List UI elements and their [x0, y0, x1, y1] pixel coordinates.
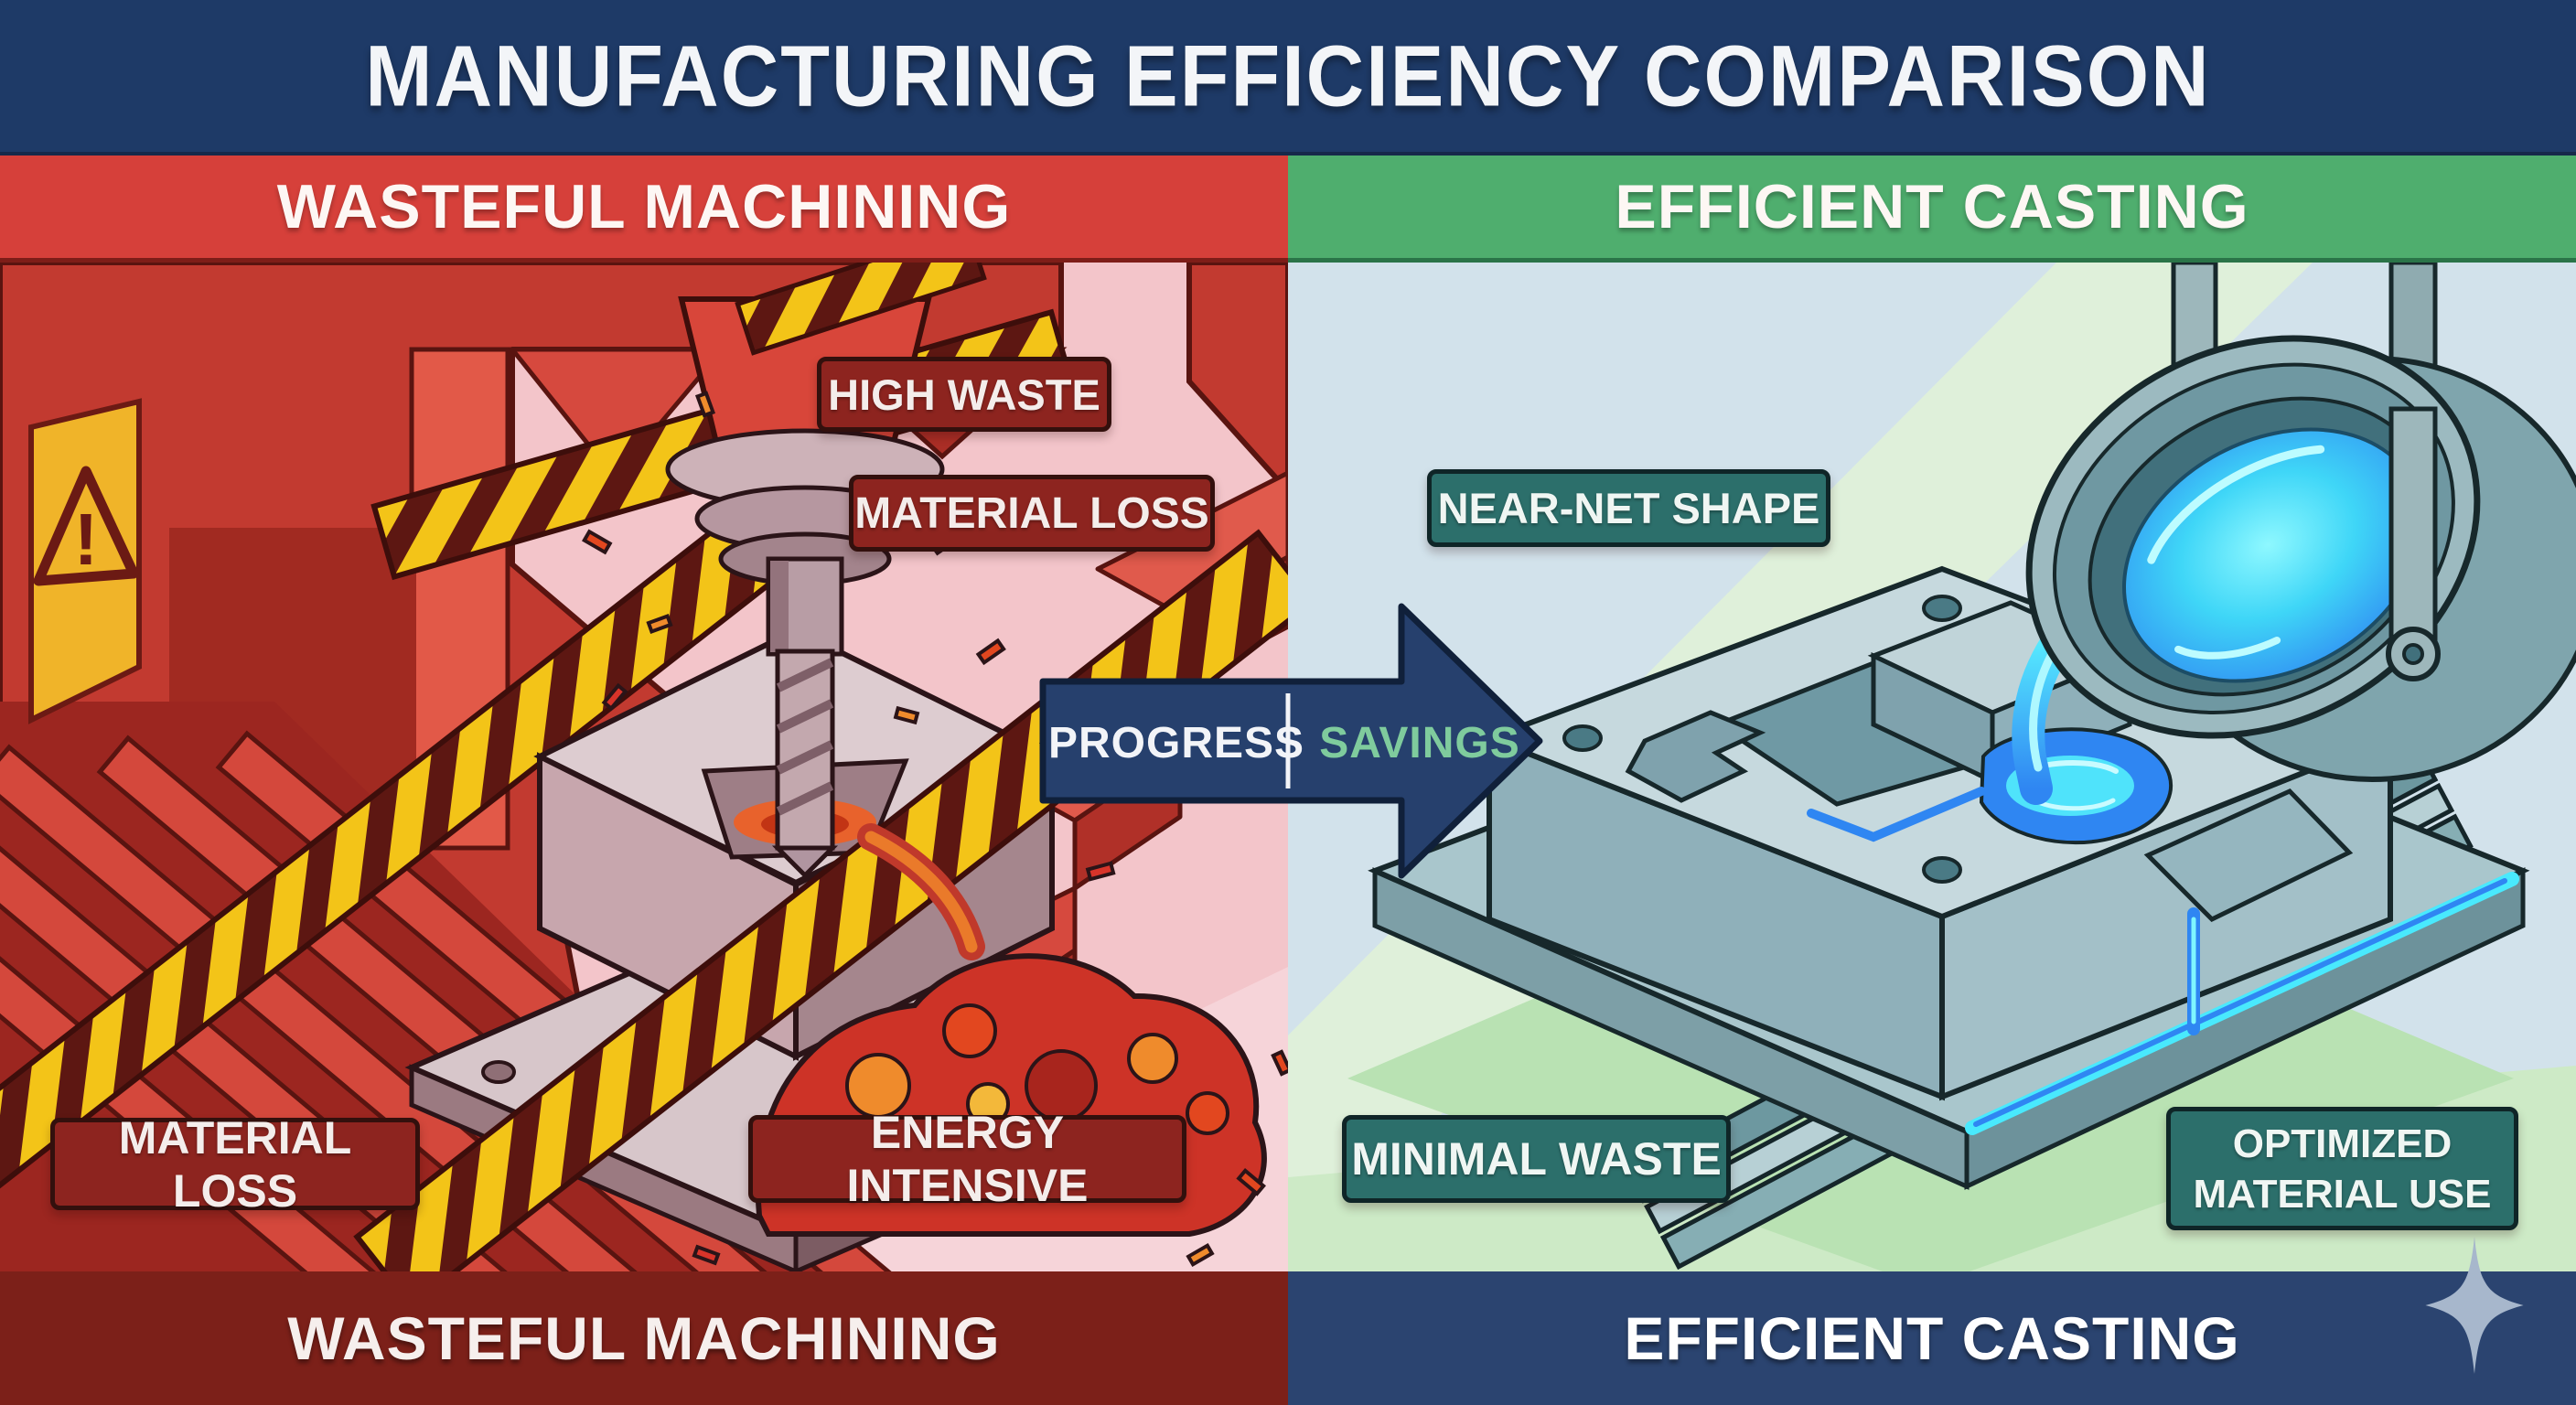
- right-header-label: EFFICIENT CASTING: [1615, 172, 2249, 241]
- progress-arrow: PROGRESS SAVINGS: [1006, 585, 1573, 896]
- title-bar: MANUFACTURING EFFICIENCY COMPARISON: [0, 0, 2576, 156]
- badge-label: HIGH WASTE: [828, 370, 1100, 419]
- page-title: MANUFACTURING EFFICIENCY COMPARISON: [365, 26, 2211, 124]
- badge-label: MATERIAL LOSS: [854, 488, 1209, 538]
- left-footer-label: WASTEFUL MACHINING: [287, 1304, 1001, 1372]
- near-net-shape-badge: NEAR-NET SHAPE: [1427, 469, 1830, 547]
- drill-bit: [771, 649, 839, 879]
- warning-triangle-icon: [33, 466, 139, 586]
- right-footer-banner: EFFICIENT CASTING: [1288, 1271, 2576, 1405]
- sparkle-icon: [2424, 1237, 2525, 1374]
- savings-label: SAVINGS: [1319, 719, 1519, 767]
- badge-label: OPTIMIZED MATERIAL USE: [2193, 1121, 2492, 1217]
- progress-label: PROGRESS: [1048, 719, 1304, 767]
- exclamation-icon: !: [74, 499, 99, 580]
- material-loss-badge: MATERIAL LOSS: [50, 1112, 420, 1217]
- right-section-header: EFFICIENT CASTING: [1288, 156, 2576, 263]
- right-footer-label: EFFICIENT CASTING: [1624, 1304, 2240, 1372]
- minimal-waste-badge: MINIMAL WASTE: [1342, 1115, 1731, 1203]
- optimized-material-use-badge: OPTIMIZED MATERIAL USE: [2166, 1107, 2518, 1230]
- badge-label: MINIMAL WASTE: [1351, 1133, 1722, 1185]
- mold-channel: [1807, 787, 1986, 842]
- left-header-label: WASTEFUL MACHINING: [276, 172, 1012, 241]
- warning-sign: !: [28, 398, 142, 724]
- badge-label: NEAR-NET SHAPE: [1437, 484, 1820, 532]
- arrow-shape: [1039, 603, 1543, 879]
- ladle: [2025, 335, 2576, 782]
- high-waste-badge: HIGH WASTE: [817, 357, 1111, 432]
- left-footer-banner: WASTEFUL MACHINING: [0, 1271, 1288, 1405]
- material-loss-badge: MATERIAL LOSS: [849, 475, 1215, 552]
- badge-label: MATERIAL LOSS: [118, 1111, 352, 1217]
- left-section-header: WASTEFUL MACHINING: [0, 156, 1288, 263]
- energy-intensive-badge: ENERGY INTENSIVE: [748, 1107, 1186, 1211]
- badge-label: ENERGY INTENSIVE: [846, 1107, 1089, 1211]
- chip-stream: [857, 823, 985, 960]
